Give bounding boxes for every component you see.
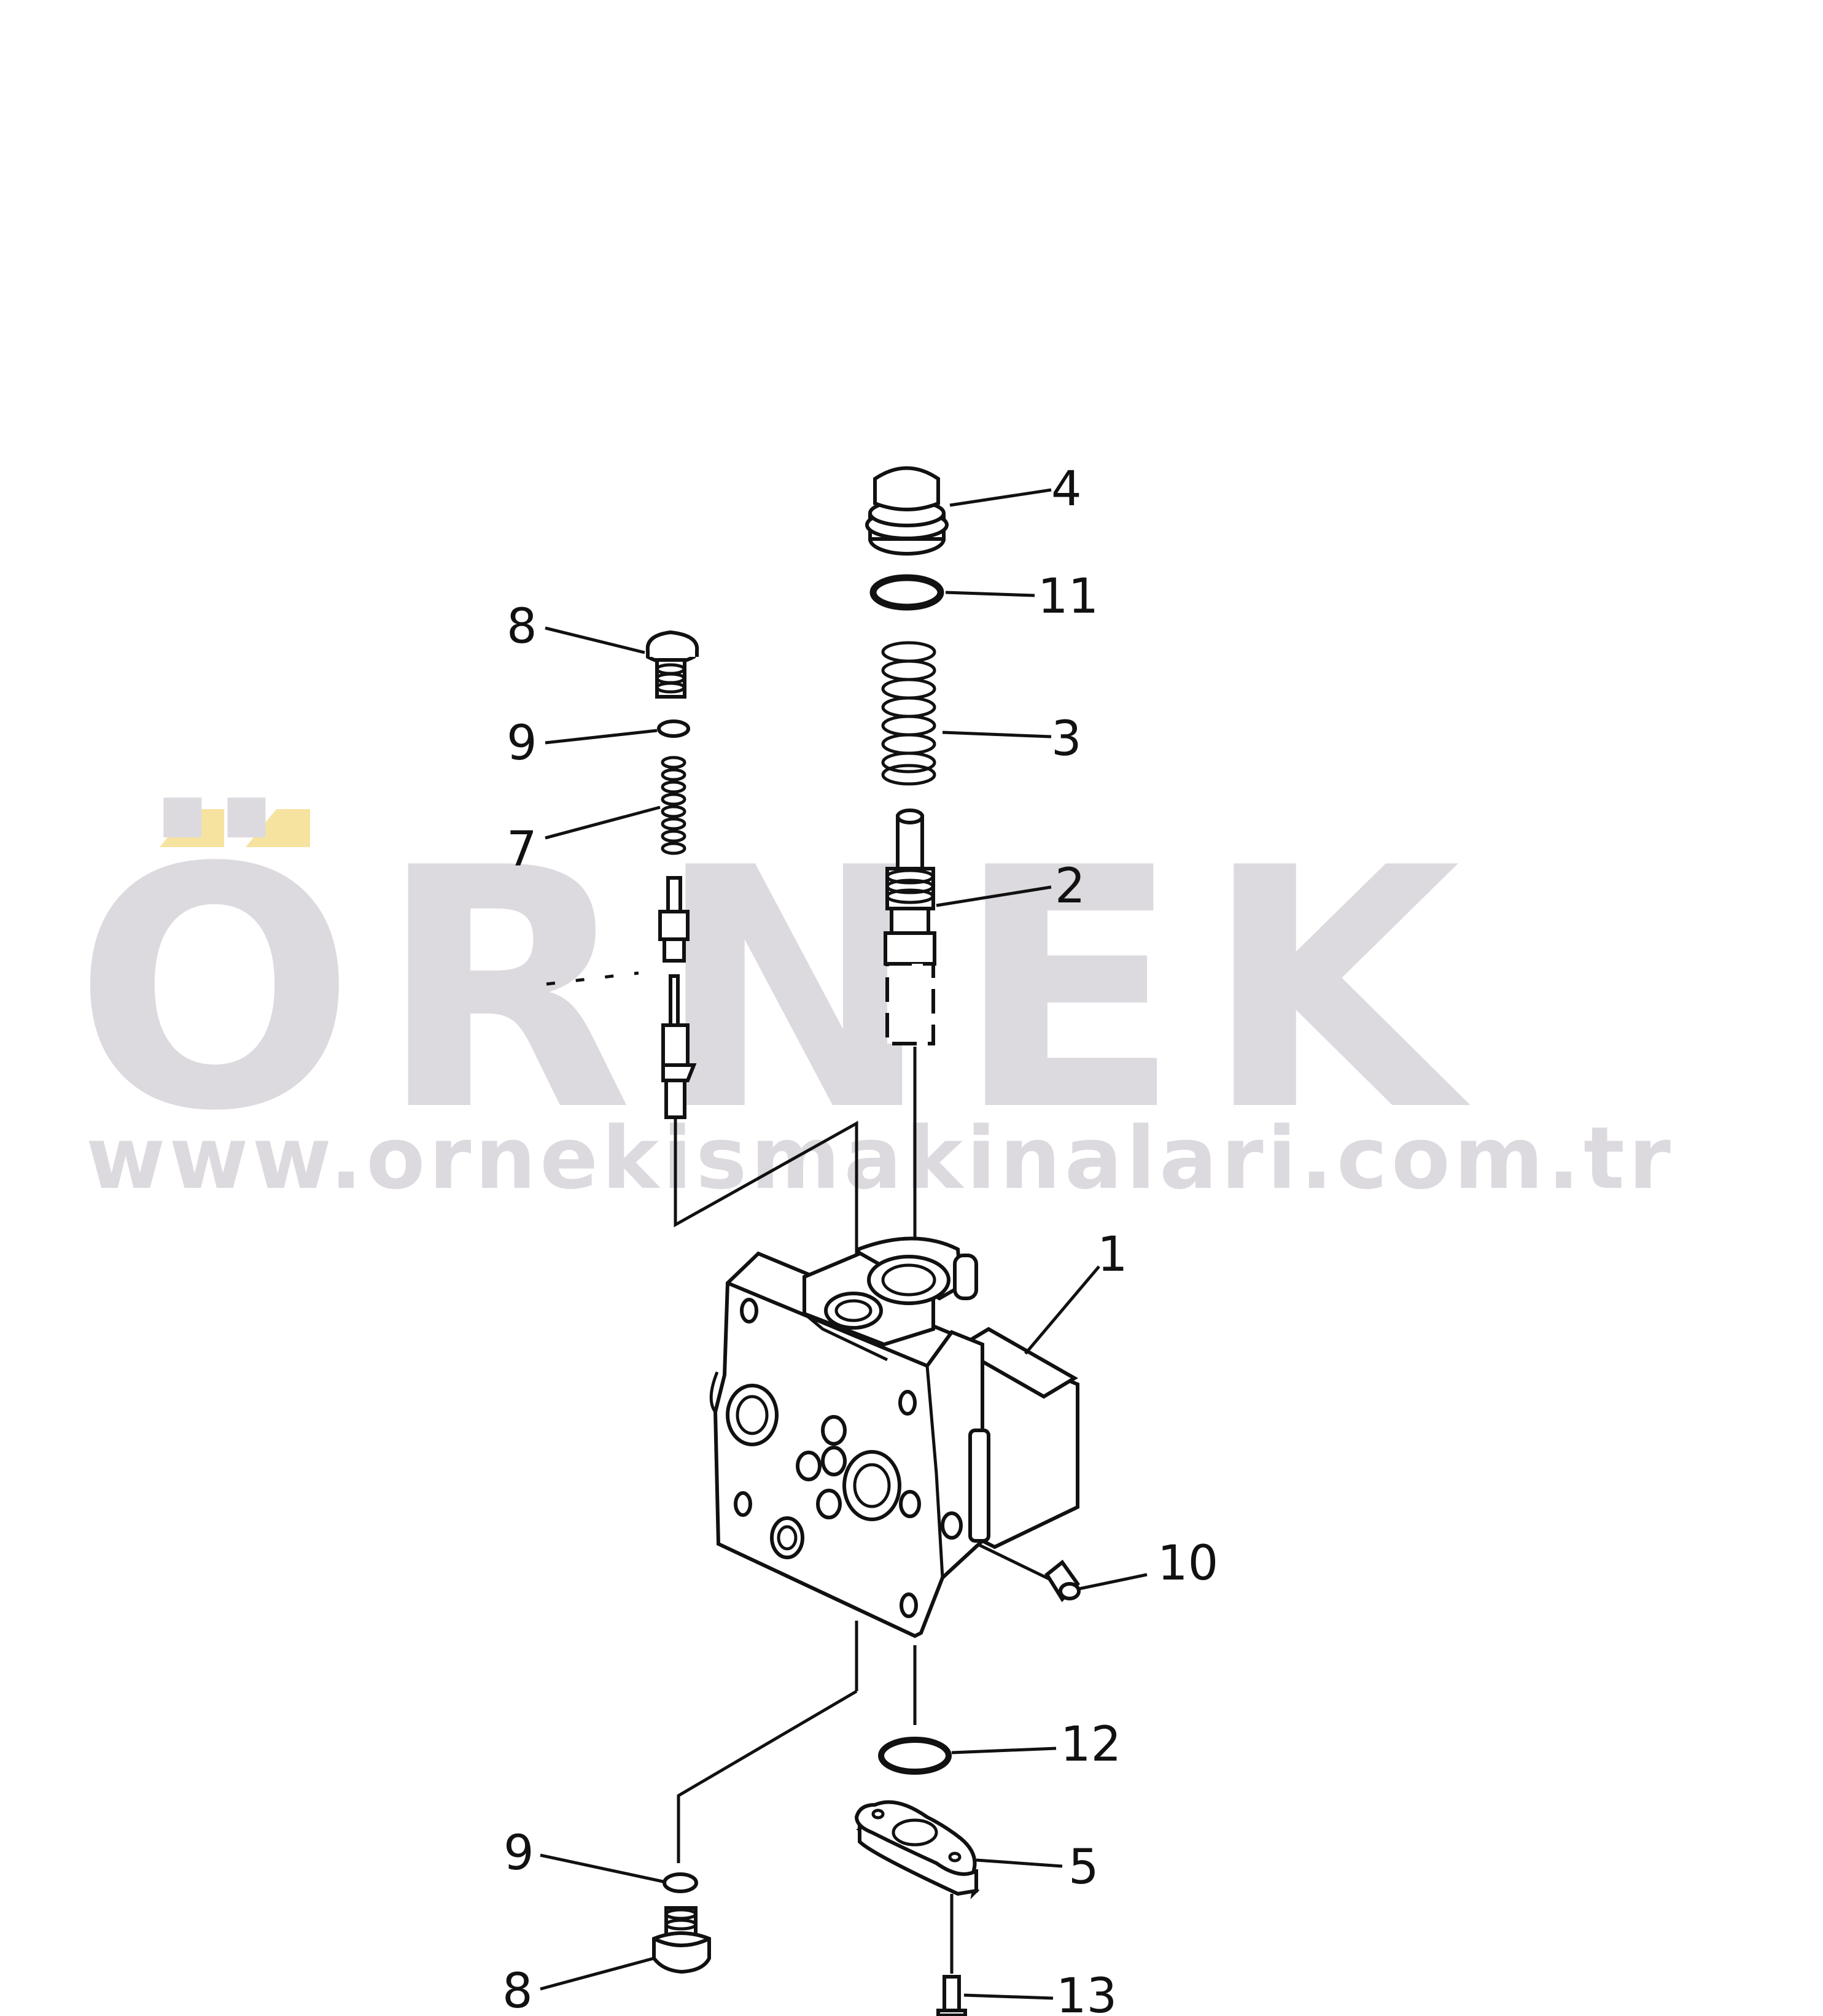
callout-10: 10 (1157, 1536, 1218, 1591)
leader-lines (540, 488, 1148, 2000)
callout-11: 11 (1038, 569, 1098, 624)
callout-1: 1 (1097, 1227, 1128, 1282)
callout-8-lower: 8 (502, 1964, 533, 2016)
callout-3: 3 (1051, 711, 1082, 767)
watermark: ÖRNEK www.ornekismakinalari.com.tr (74, 794, 1674, 1209)
umlaut-mark-left (160, 809, 224, 847)
valve-body-1 (709, 1236, 1079, 1638)
assembly-lines (546, 971, 1060, 1974)
callout-labels: 4 11 8 9 3 7 2 1 10 12 9 5 8 13 (502, 462, 1218, 2016)
small-plug-8-lower (652, 1906, 711, 1974)
callout-12: 12 (1060, 1717, 1121, 1772)
bolt-13 (936, 1975, 967, 2016)
callout-9-upper: 9 (507, 716, 537, 771)
callout-13: 13 (1056, 1969, 1117, 2016)
watermark-brand: ÖRNEK (74, 794, 1482, 1184)
o-ring-12 (878, 1737, 952, 1775)
callout-8-upper: 8 (507, 599, 537, 654)
small-plug-8-upper (645, 630, 699, 699)
callout-2: 2 (1055, 859, 1086, 914)
small-valve (658, 876, 697, 1119)
callout-5: 5 (1068, 1840, 1099, 1895)
callout-7: 7 (507, 822, 537, 877)
cover-5 (854, 1800, 980, 1899)
plug-4 (865, 466, 949, 556)
watermark-url: www.ornekismakinalari.com.tr (86, 1109, 1674, 1209)
spring-7 (661, 756, 686, 855)
callout-4: 4 (1051, 462, 1082, 517)
o-ring-11 (869, 574, 944, 611)
spring-3 (881, 641, 936, 786)
plug-10 (1044, 1559, 1081, 1602)
callout-9-lower: 9 (503, 1826, 534, 1881)
o-ring-9-upper (657, 719, 690, 738)
spool-2 (884, 808, 936, 1045)
umlaut-mark-right (246, 809, 310, 847)
o-ring-9-lower (663, 1872, 698, 1893)
